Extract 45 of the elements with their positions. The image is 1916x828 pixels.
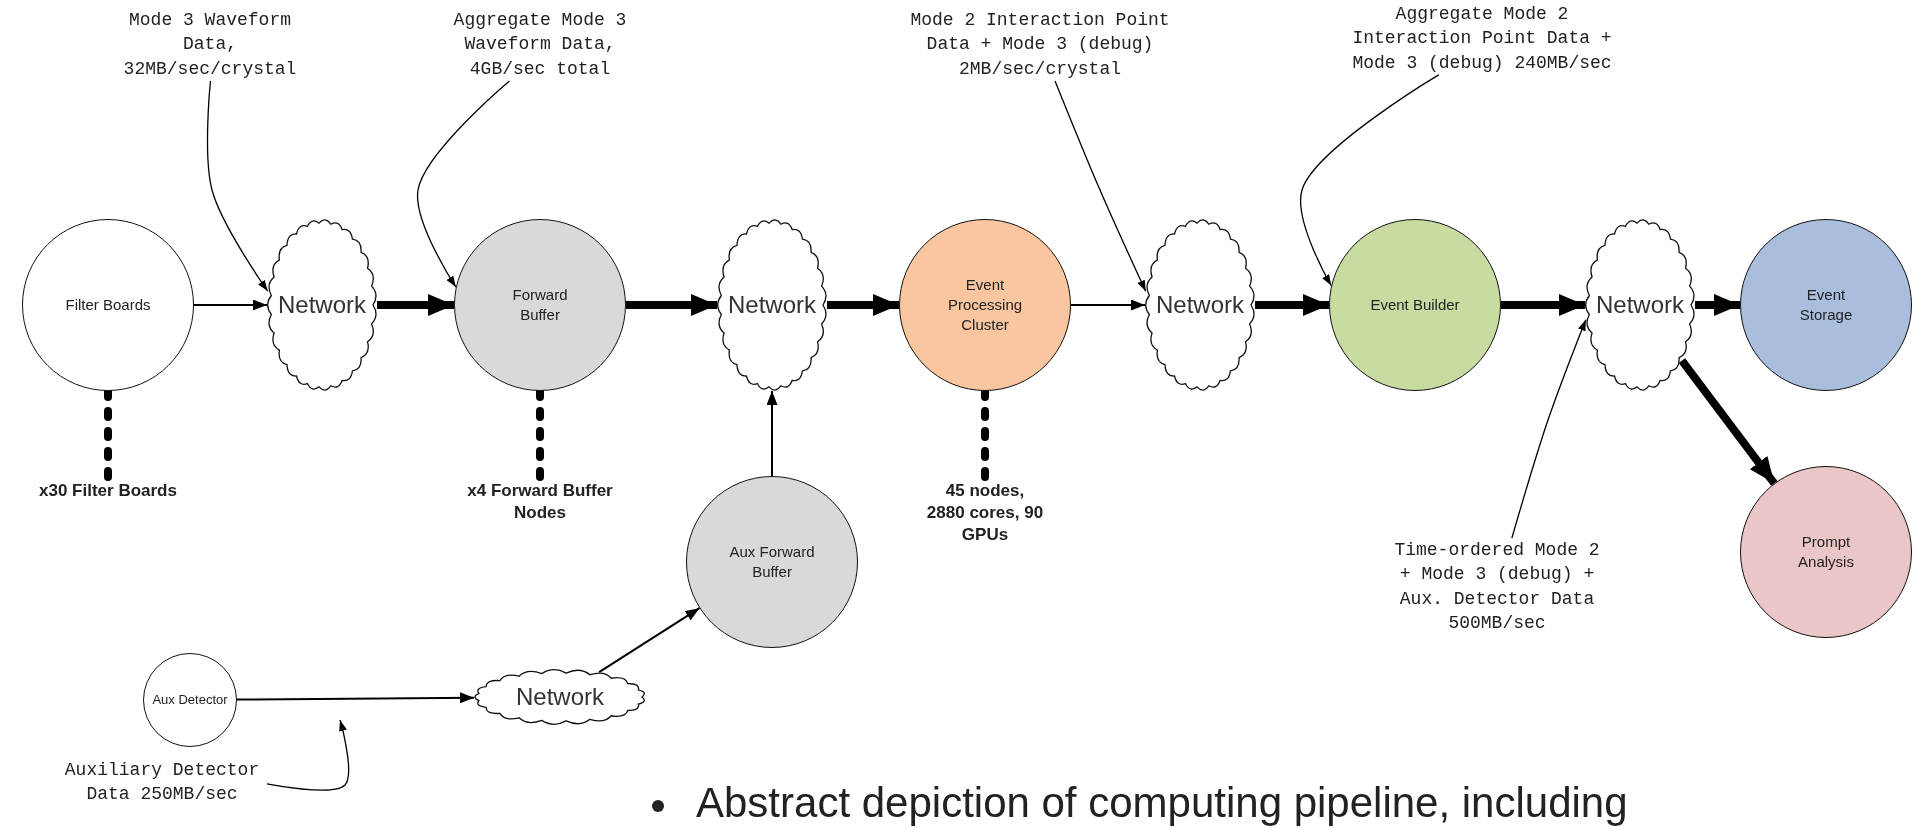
node-label: Event Builder	[1370, 294, 1460, 315]
node-label: Aux Forward Buffer	[728, 541, 816, 582]
node-label: Event Storage	[1798, 284, 1854, 325]
leader-line	[1300, 74, 1440, 287]
node-label: Network	[1156, 291, 1244, 319]
leader-line	[206, 80, 269, 292]
count-label: 45 nodes, 2880 cores, 90 GPUs	[926, 480, 1044, 547]
node-label: Filter Boards	[65, 294, 151, 315]
node-label: Forward Buffer	[511, 284, 569, 325]
annotation-text: Aggregate Mode 2 Interaction Point Data + Mode 3 (debug) 240MB/sec	[1344, 2, 1620, 75]
annotation-text: Mode 2 Interaction Point Data + Mode 3 (debug) 2MB/sec/crystal	[902, 8, 1178, 81]
node-label: Network	[1596, 291, 1684, 319]
arrow	[1501, 294, 1585, 316]
arrow	[598, 607, 701, 674]
arrow	[1695, 294, 1740, 316]
arrow	[1678, 358, 1778, 486]
arrow	[236, 692, 476, 704]
count-label: x4 Forward Buffer Nodes	[455, 480, 625, 525]
annotation-text: Mode 3 Waveform Data, 32MB/sec/crystal	[115, 8, 305, 81]
arrow	[377, 294, 454, 316]
node-label: Network	[516, 683, 604, 711]
network-cloud	[714, 216, 830, 394]
leader-line	[266, 719, 350, 791]
count-label: x30 Filter Boards	[8, 480, 208, 503]
arrow	[827, 294, 899, 316]
arrow	[766, 390, 778, 477]
network-cloud	[264, 216, 380, 394]
annotation-text: Time-ordered Mode 2 + Mode 3 (debug) + Aux. Detector Data 500MB/sec	[1387, 538, 1607, 636]
arrow	[193, 299, 268, 311]
node-label: Network	[278, 291, 366, 319]
annotation-text: Auxiliary Detector Data 250MB/sec	[57, 758, 267, 807]
arrow	[1070, 299, 1146, 311]
node-label: Network	[728, 291, 816, 319]
leader-line	[417, 80, 511, 288]
node-label: Event Processing Cluster	[946, 274, 1024, 336]
arrow	[626, 294, 717, 316]
leader-line	[1054, 80, 1147, 292]
node-label: Prompt Analysis	[1797, 531, 1855, 572]
network-cloud	[1142, 216, 1258, 394]
network-cloud	[1582, 216, 1698, 394]
node-label: Aux Detector	[152, 691, 228, 709]
arrow	[1255, 294, 1329, 316]
annotation-text: Aggregate Mode 3 Waveform Data, 4GB/sec total	[442, 8, 638, 81]
leader-line	[1511, 319, 1587, 539]
bullet-text: Abstract depiction of computing pipeline, including	[696, 780, 1628, 827]
